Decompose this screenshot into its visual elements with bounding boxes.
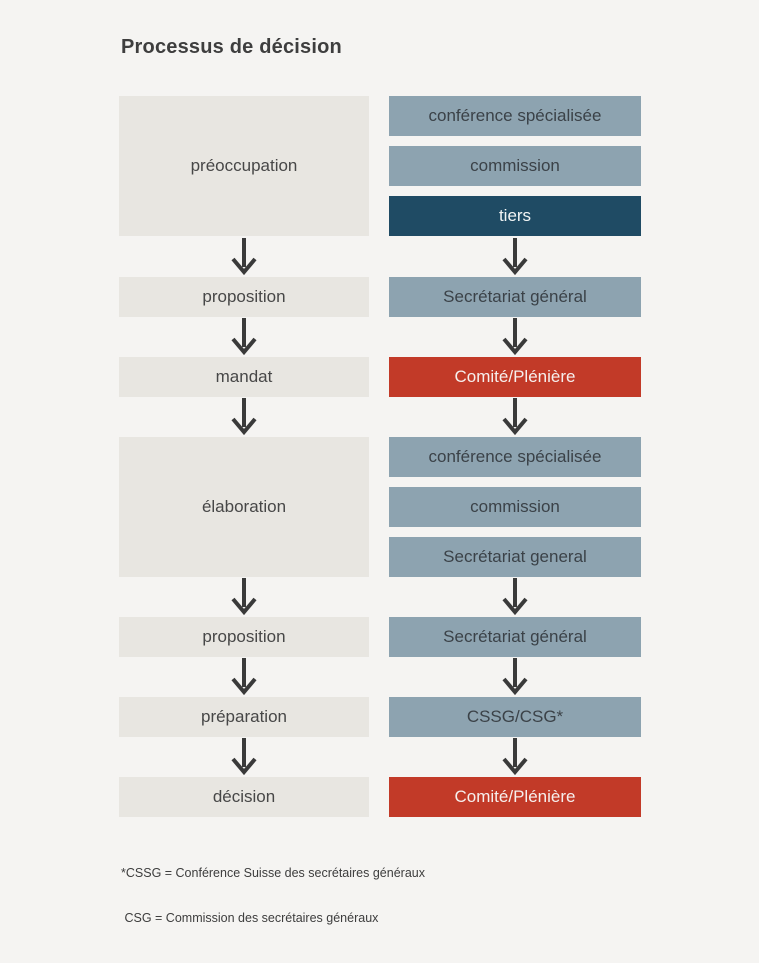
arrow-down-icon — [502, 658, 528, 696]
actor-box-secretariat-general-1: Secrétariat général — [389, 277, 641, 317]
arrow-down-icon — [231, 738, 257, 776]
footnote-csg: CSG = Commission des secrétaires générau… — [121, 911, 379, 925]
stage-box-preoccupation: préoccupation — [119, 96, 369, 236]
arrow-down-icon — [231, 238, 257, 276]
stage-box-proposition-2: proposition — [119, 617, 369, 657]
arrow-down-icon — [231, 318, 257, 356]
stage-box-mandat: mandat — [119, 357, 369, 397]
arrow-down-icon — [231, 658, 257, 696]
page-title: Processus de décision — [121, 36, 342, 58]
stage-box-decision: décision — [119, 777, 369, 817]
actor-box-conference-specialisee-2: conférence spécialisée — [389, 437, 641, 477]
actor-box-tiers: tiers — [389, 196, 641, 236]
arrow-down-icon — [502, 738, 528, 776]
stage-box-preparation: préparation — [119, 697, 369, 737]
actor-box-commission-1: commission — [389, 146, 641, 186]
actor-box-cssg-csg: CSSG/CSG* — [389, 697, 641, 737]
footnote-cssg: *CSSG = Conférence Suisse des secrétaire… — [121, 866, 425, 880]
stage-box-proposition-1: proposition — [119, 277, 369, 317]
arrow-down-icon — [231, 578, 257, 616]
actor-box-conference-specialisee-1: conférence spécialisée — [389, 96, 641, 136]
arrow-down-icon — [502, 578, 528, 616]
arrow-down-icon — [502, 398, 528, 436]
footnote: *CSSG = Conférence Suisse des secrétaire… — [121, 836, 425, 956]
stage-box-elaboration: élaboration — [119, 437, 369, 577]
actor-box-commission-2: commission — [389, 487, 641, 527]
actor-box-secretariat-general-2: Secrétariat general — [389, 537, 641, 577]
arrow-down-icon — [502, 318, 528, 356]
arrow-down-icon — [502, 238, 528, 276]
actor-box-comite-pleniere-1: Comité/Plénière — [389, 357, 641, 397]
arrow-down-icon — [231, 398, 257, 436]
actor-box-comite-pleniere-2: Comité/Plénière — [389, 777, 641, 817]
actor-box-secretariat-general-3: Secrétariat général — [389, 617, 641, 657]
